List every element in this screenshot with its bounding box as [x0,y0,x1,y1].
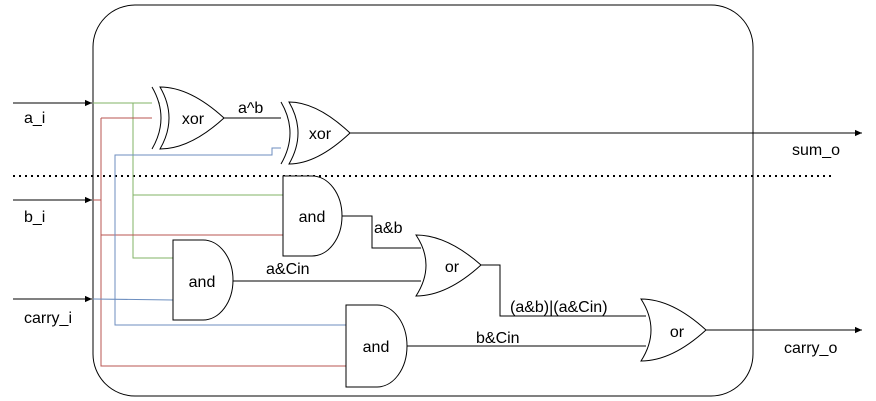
signal-a-and-b: a&b [374,220,403,237]
and-gate-ab: and [282,175,343,257]
and-gate-acin: and [172,239,234,321]
xor-gate-2: xor [280,101,351,165]
b-input-wires [93,117,346,367]
input-label-a: a_i [24,110,45,127]
signal-b-and-cin: b&Cin [476,330,520,347]
output-label-carry: carry_o [784,340,837,357]
and-gate-acin-label: and [189,274,216,291]
xor-gate-2-label: xor [309,126,332,143]
signal-or-result: (a&b)|(a&Cin) [510,299,608,316]
output-label-sum: sum_o [792,142,840,159]
and-gate-bcin: and [345,304,408,388]
xor-gate-1: xor [151,86,225,150]
input-label-b: b_i [24,209,45,226]
or-gate-1-label: or [445,259,460,276]
signal-a-xor-b: a^b [238,100,263,117]
input-label-carry: carry_i [24,310,72,327]
xor-gate-1-label: xor [182,111,205,128]
or-gate-2-label: or [670,324,685,341]
and-gate-bcin-label: and [363,339,390,356]
internal-wires [224,117,646,347]
a-input-wires [93,102,283,259]
signal-a-and-cin: a&Cin [266,261,310,278]
carry-input-wires [92,147,346,326]
or-gate-1: or [415,234,482,297]
or-gate-2: or [640,298,707,362]
and-gate-ab-label: and [299,209,326,226]
